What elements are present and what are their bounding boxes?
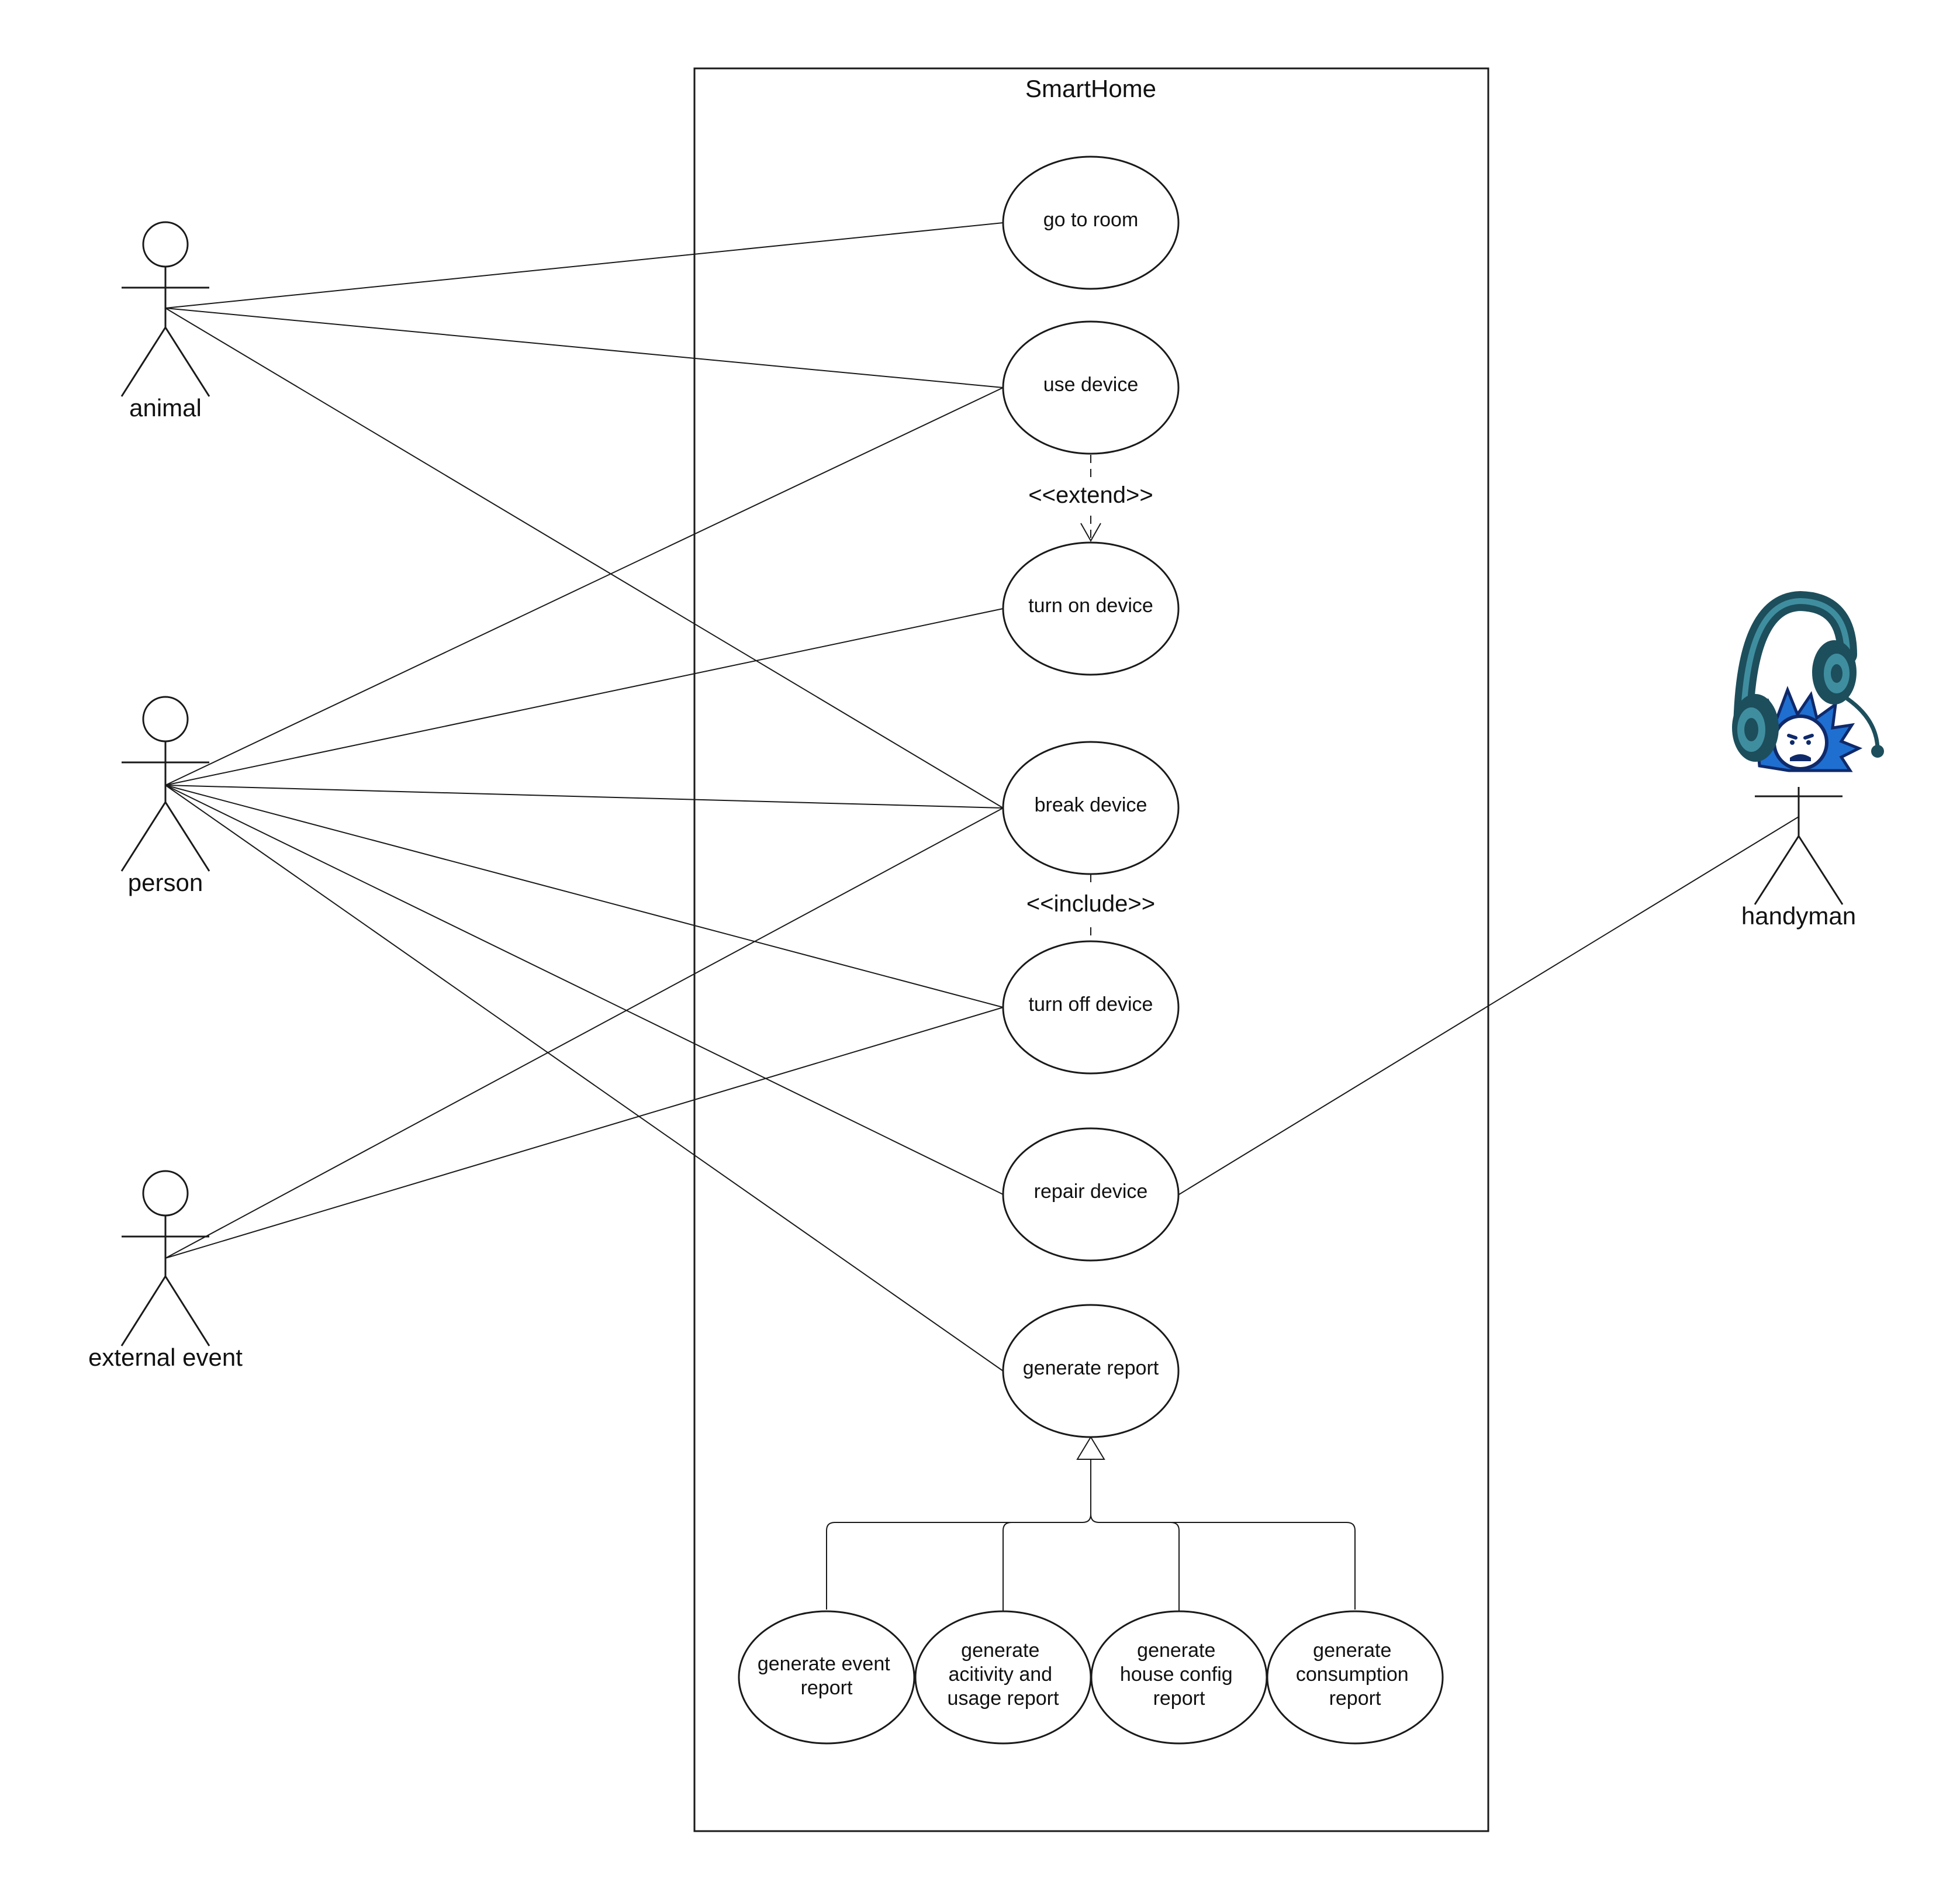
svg-text:turn off device: turn off device — [1029, 993, 1153, 1016]
actor-handyman — [1754, 787, 1844, 905]
include-relationship: <<include>> — [1026, 874, 1155, 940]
generalization-arrowhead — [1076, 1436, 1105, 1460]
uc-consumption-report-line-2: consumption — [1296, 1663, 1409, 1686]
svg-text:turn on device: turn on device — [1028, 595, 1153, 617]
uc-event-report-line-2: report — [801, 1677, 853, 1699]
actor-animal — [120, 221, 210, 397]
svg-text:generate report: generate report — [1023, 1357, 1159, 1379]
uc-activity-report-line-3: usage report — [948, 1687, 1059, 1710]
assoc-person-break-device — [165, 785, 1004, 809]
use-case-use-device: use device — [1002, 320, 1180, 455]
uc-turn-off-device-line-1: turn off device — [1029, 993, 1153, 1016]
headset-mascot-icon — [1732, 590, 1884, 772]
actor-person-label: person — [128, 869, 203, 896]
assoc-animal-use-device — [165, 308, 1004, 388]
uc-event-report-line-1: generate event — [758, 1653, 890, 1675]
use-case-generate-activity-report: generate acitivity and usage report — [914, 1610, 1092, 1745]
use-case-generate-event-report: generate event report — [738, 1610, 915, 1745]
use-case-generate-report: generate report — [1002, 1304, 1180, 1438]
assoc-animal-break-device — [165, 308, 1004, 809]
actor-external-event-label: external event — [88, 1344, 243, 1371]
assoc-animal-go-to-room — [165, 222, 1004, 309]
uc-repair-device-line-1: repair device — [1034, 1180, 1148, 1203]
generalization-tree — [826, 1436, 1356, 1612]
include-label: <<include>> — [1026, 891, 1155, 917]
uc-house-config-report-line-3: report — [1153, 1687, 1205, 1710]
uc-activity-report-line-2: acitivity and — [948, 1663, 1052, 1686]
svg-text:go to room: go to room — [1043, 209, 1139, 231]
uc-turn-on-device-line-1: turn on device — [1028, 595, 1153, 617]
actor-external-event — [120, 1170, 210, 1346]
assoc-person-generate-report — [165, 785, 1004, 1372]
svg-text:generate event report: generate event report — [758, 1653, 896, 1699]
extend-arrowhead — [1080, 523, 1101, 543]
actor-person — [120, 696, 210, 872]
use-case-break-device: break device — [1002, 741, 1180, 875]
system-title: SmartHome — [1025, 75, 1156, 102]
assoc-external-turn-off-device — [165, 1007, 1004, 1259]
use-case-generate-consumption-report: generate consumption report — [1266, 1610, 1444, 1745]
uc-activity-report-line-1: generate — [961, 1639, 1039, 1662]
uc-house-config-report-line-1: generate — [1137, 1639, 1215, 1662]
uc-consumption-report-line-1: generate — [1313, 1639, 1391, 1662]
svg-text:generate house config: generate house config report — [1120, 1639, 1238, 1710]
use-case-go-to-room: go to room — [1002, 156, 1180, 290]
actor-handyman-label: handyman — [1741, 902, 1856, 930]
assoc-person-use-device — [165, 387, 1004, 786]
svg-text:use device: use device — [1043, 374, 1139, 396]
uc-consumption-report-line-3: report — [1329, 1687, 1381, 1710]
system-boundary — [693, 67, 1489, 1832]
svg-text:repair device: repair device — [1034, 1180, 1148, 1203]
assoc-person-repair-device — [165, 785, 1004, 1195]
assoc-person-turn-on-device — [165, 608, 1004, 786]
extend-relationship: <<extend>> — [1028, 455, 1153, 543]
use-case-turn-on-device: turn on device — [1002, 541, 1180, 676]
svg-text:generate consumption: generate consumption report — [1296, 1639, 1414, 1710]
assoc-external-break-device — [165, 807, 1004, 1259]
uc-house-config-report-line-2: house config — [1120, 1663, 1233, 1686]
use-case-repair-device: repair device — [1002, 1127, 1180, 1262]
assoc-person-turn-off-device — [165, 785, 1004, 1008]
actor-animal-label: animal — [129, 394, 202, 422]
association-lines — [165, 222, 1799, 1372]
uc-use-device-line-1: use device — [1043, 374, 1139, 396]
assoc-handyman-repair-device — [1178, 816, 1799, 1195]
uc-go-to-room-line-1: go to room — [1043, 209, 1139, 231]
svg-text:break device: break device — [1035, 794, 1147, 816]
use-case-turn-off-device: turn off device — [1002, 940, 1180, 1075]
uc-generate-report-line-1: generate report — [1023, 1357, 1159, 1379]
extend-label: <<extend>> — [1028, 482, 1153, 508]
uc-break-device-line-1: break device — [1035, 794, 1147, 816]
svg-text:generate acitivity and: generate acitivity and usage report — [948, 1639, 1059, 1710]
use-case-generate-house-config-report: generate house config report — [1090, 1610, 1268, 1745]
